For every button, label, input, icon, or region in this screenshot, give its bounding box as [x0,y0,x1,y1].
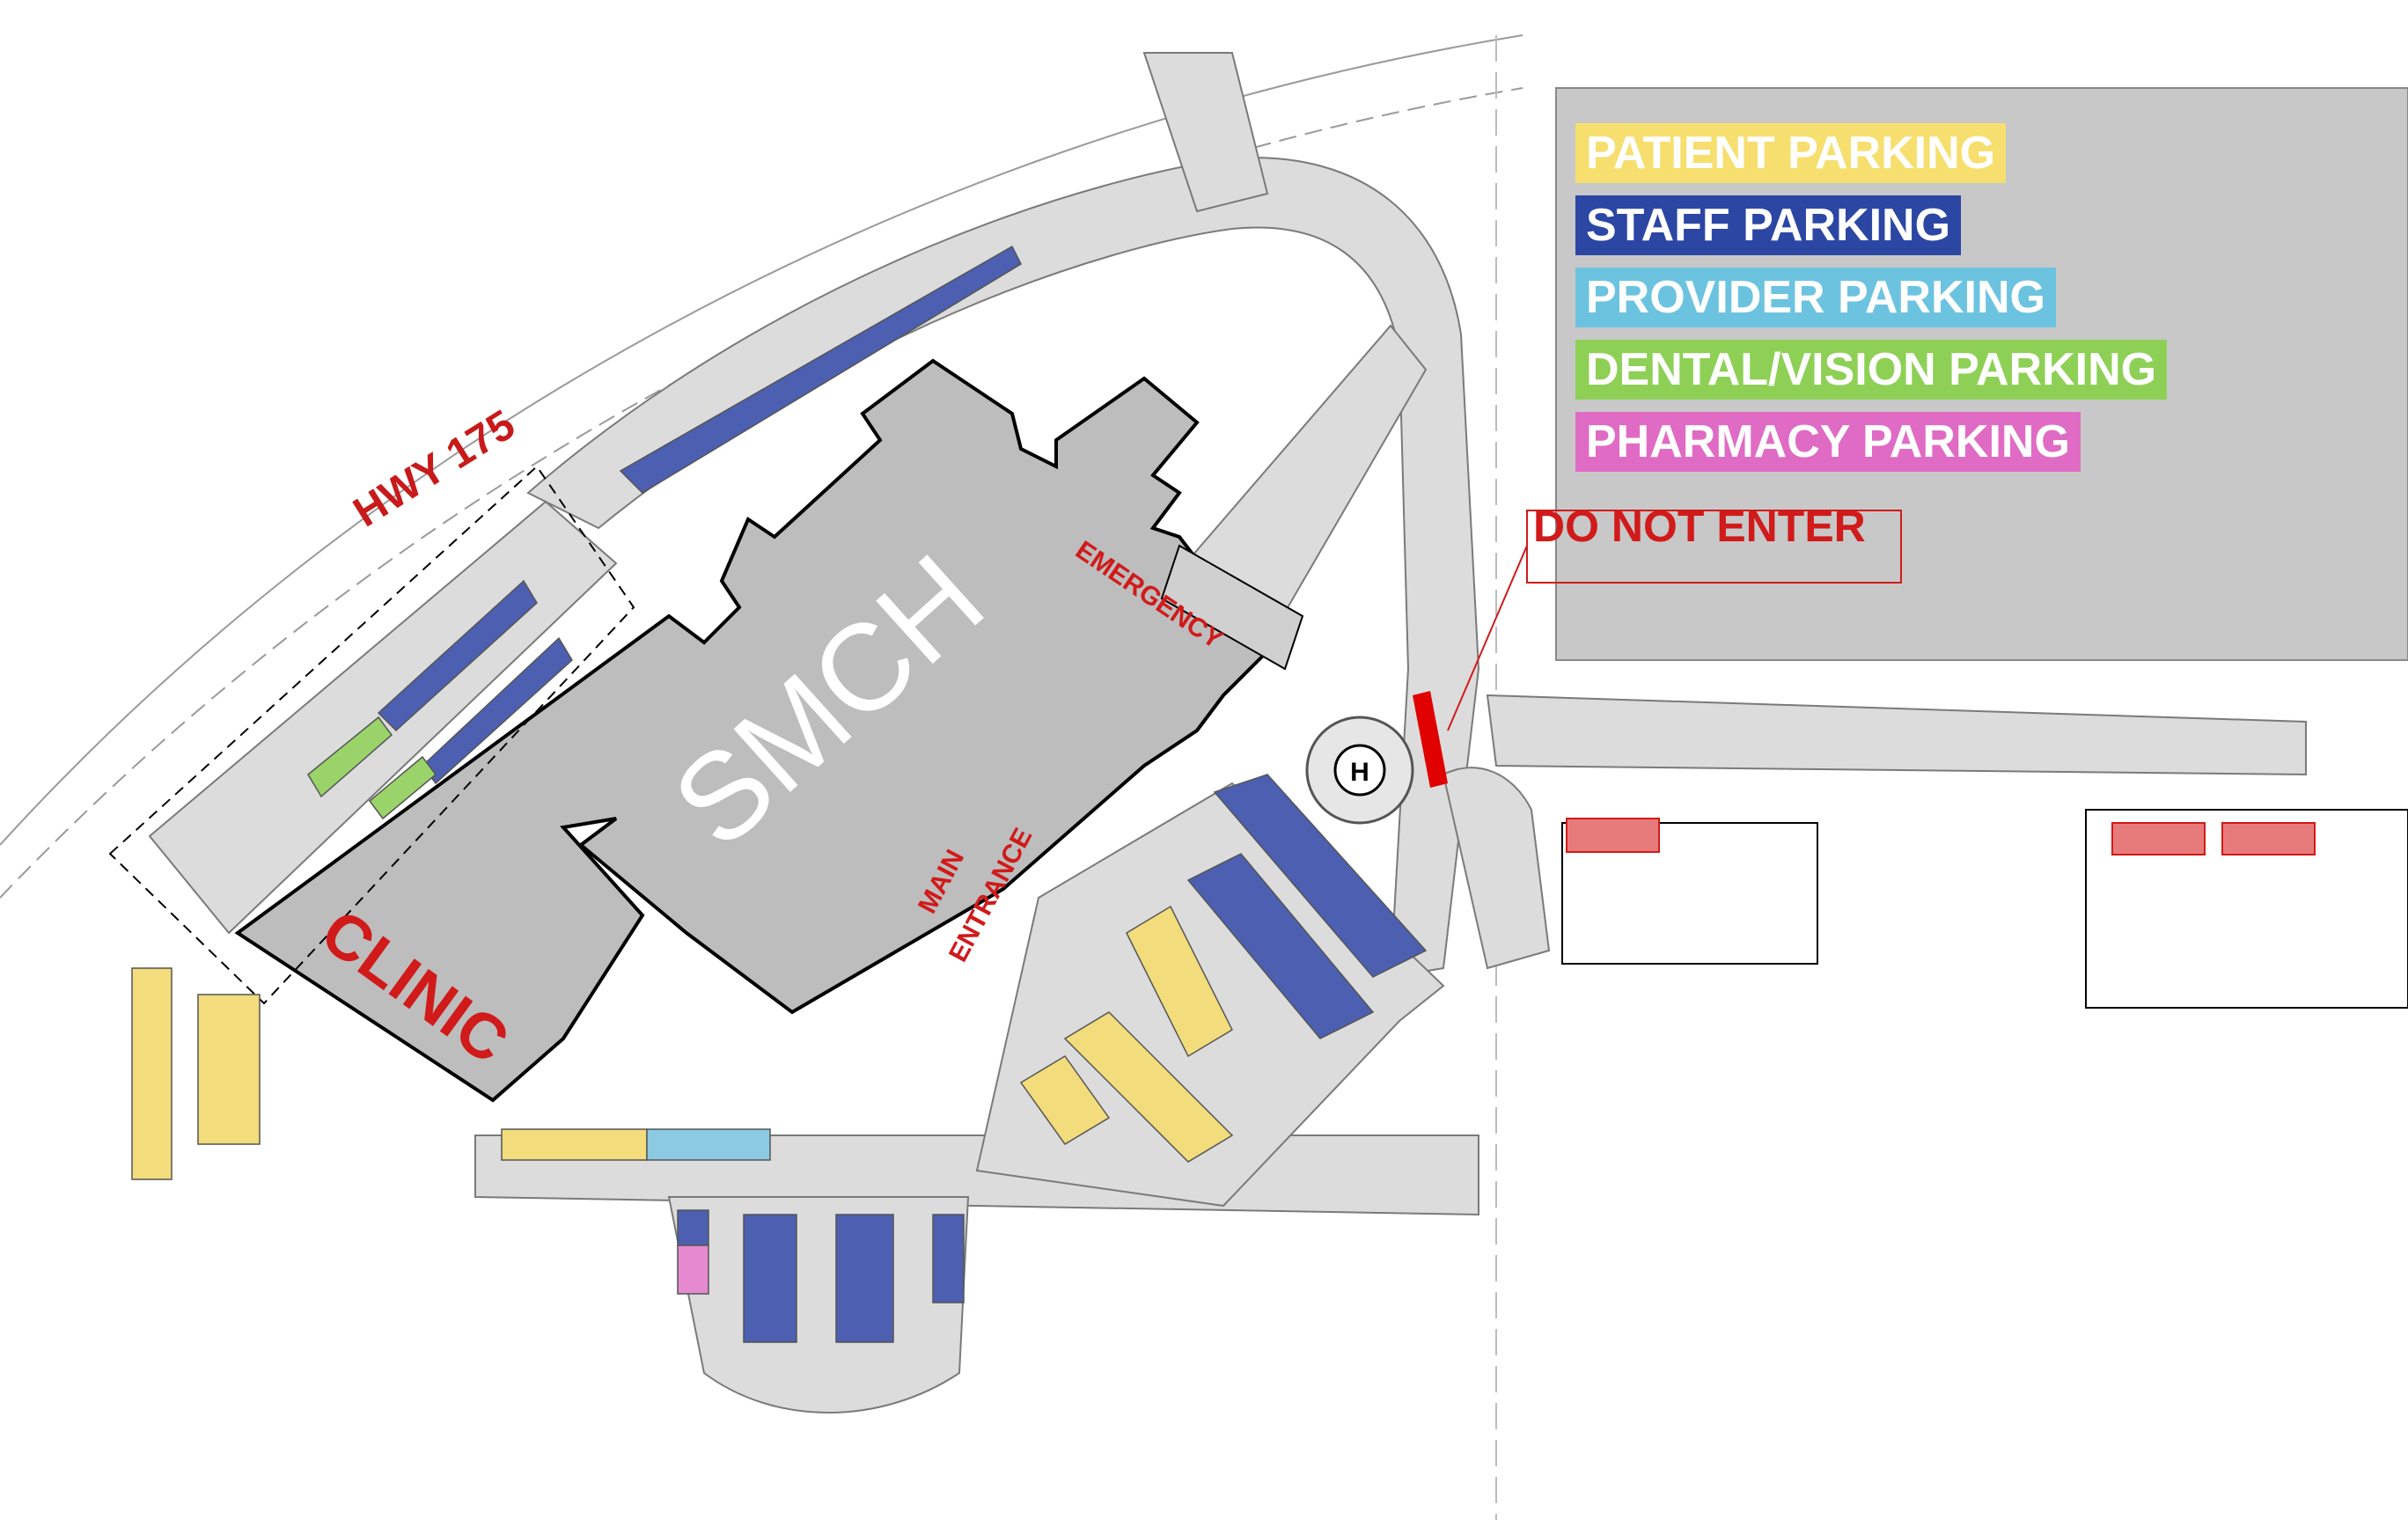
highway-label: HWY 175 [346,401,524,536]
neighbor-marker [2221,822,2316,855]
north-drive [526,157,1480,979]
staff-stalls [619,245,1022,494]
south-loop [667,1196,970,1414]
do-not-enter-label: DO NOT ENTER [1533,502,1866,551]
no-entry-leader [1447,545,1528,731]
legend-dental-vision-parking: DENTAL/VISION PARKING [1575,340,2168,400]
helipad-label: H [1350,758,1369,787]
neighbor-marker [2111,822,2206,855]
neighbor-marker [1566,818,1660,853]
north-entry [1142,52,1269,213]
dental-stalls [368,755,437,820]
patient-stalls [501,1128,648,1161]
no-entry-callout-box [1526,510,1902,584]
no-entry-marker [1413,691,1448,788]
provider-stalls [646,1128,771,1161]
patient-stalls [1126,905,1233,1058]
parking-stalls [131,245,1428,1343]
staff-stalls [377,579,538,732]
staff-stalls [1213,774,1428,978]
legend-pharmacy-parking: PHARMACY PARKING [1575,412,2081,472]
patient-stalls [1019,1055,1111,1145]
staff-stalls [677,1209,709,1246]
dental-stalls [307,716,393,798]
patient-stalls [131,967,173,1180]
smch-building [234,358,1270,1103]
staff-stalls [932,1214,965,1303]
staff-stalls [743,1214,797,1343]
legend-provider-parking: PROVIDER PARKING [1575,268,2056,327]
east-drive [1486,694,2307,776]
east-loop [1442,767,1551,970]
neighbor-site [1561,809,2408,1009]
legend-patient-parking: PATIENT PARKING [1575,123,2007,183]
pharmacy-stalls [677,1245,709,1295]
clinic-parking-boundary [108,465,635,1005]
staff-stalls [1186,853,1375,1039]
legend-staff-parking: STAFF PARKING [1575,195,1962,255]
helipad: H [1305,716,1414,825]
patient-stalls [1063,1011,1234,1163]
staff-stalls [835,1214,894,1343]
emergency-wing [1160,544,1304,671]
patient-stalls [197,994,261,1145]
